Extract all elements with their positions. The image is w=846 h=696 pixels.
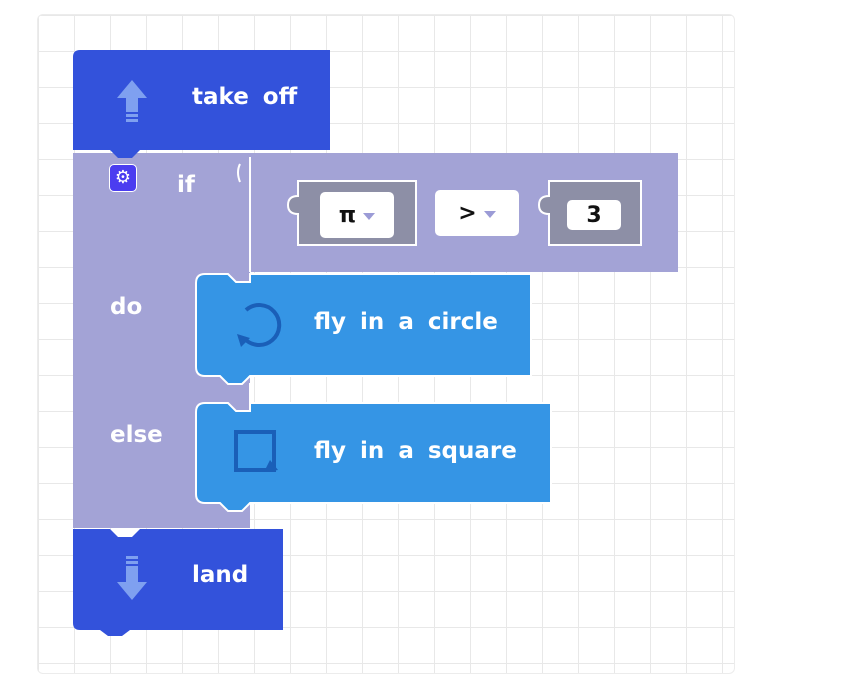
fly-square-label: fly in a square [314,438,517,464]
fly-square-block[interactable] [195,402,552,512]
land-block[interactable] [73,529,283,636]
variable-dropdown[interactable]: π [320,192,394,238]
chevron-down-icon [363,212,376,220]
do-label: do [110,294,143,320]
if-label: if [177,172,195,198]
arrow-up-icon [117,80,147,122]
fly-circle-block[interactable] [195,273,532,385]
gear-icon[interactable]: ⚙ [109,164,137,192]
take-off-label: take off [192,84,298,110]
chevron-down-icon [483,210,496,218]
variable-value: π [338,202,357,228]
operator-value: > [458,200,477,226]
if-input-notch [237,163,241,183]
land-label: land [192,562,249,588]
number-field[interactable]: 3 [567,200,621,230]
take-off-block[interactable] [73,50,330,158]
operator-dropdown[interactable]: > [435,190,519,236]
circle-arrow-icon [237,303,282,347]
fly-circle-label: fly in a circle [314,309,498,335]
else-label: else [110,422,163,448]
arrow-down-icon [117,556,147,600]
square-icon [234,430,278,472]
